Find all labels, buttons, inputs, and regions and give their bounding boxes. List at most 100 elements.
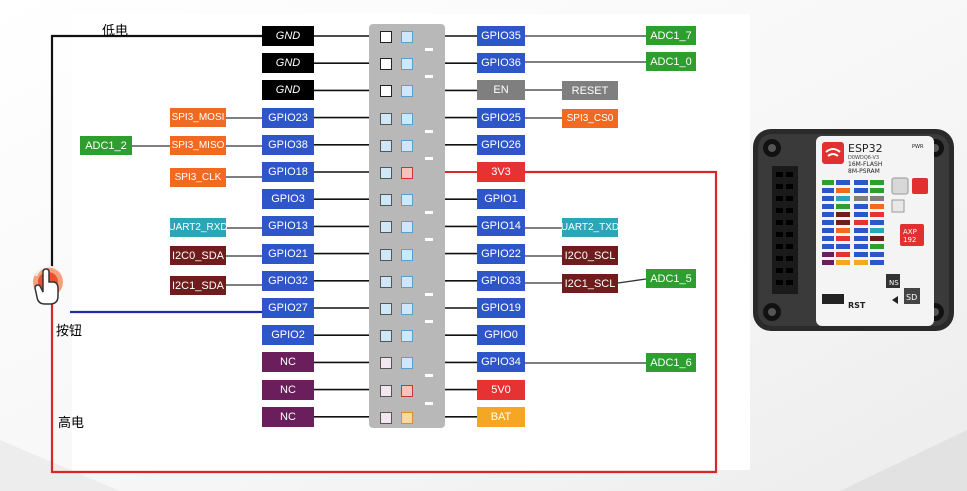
i2c1-scl-tag: I2C1_SCL — [562, 274, 618, 293]
adc1-2-tag: ADC1_2 — [80, 136, 132, 155]
header-pad-left — [380, 357, 392, 370]
svg-text:8M-PSRAM: 8M-PSRAM — [848, 168, 880, 175]
left-pin-gpio13: GPIO13 — [262, 216, 314, 237]
header-mark — [425, 211, 433, 215]
header-pad-right — [401, 167, 413, 179]
right-pin-gpio36: GPIO36 — [477, 53, 525, 74]
push-button-icon[interactable] — [28, 264, 72, 312]
header-pad-left — [380, 384, 392, 397]
header-mark — [425, 129, 433, 133]
right-pin-gpio19: GPIO19 — [477, 298, 525, 318]
right-pin-gpio14: GPIO14 — [477, 216, 525, 237]
header-pad-left — [380, 248, 392, 261]
svg-text:PWR: PWR — [912, 144, 924, 150]
right-pin-en: EN — [477, 80, 525, 101]
right-pin-gpio35: GPIO35 — [477, 26, 525, 46]
header-pad-left — [380, 221, 392, 234]
header-pad-right — [401, 275, 413, 288]
esp32-device-image: ESP32 D0WDQ6-V3 16M-FLASH 8M-PSRAM PWR A… — [753, 129, 954, 331]
header-pad-right — [401, 303, 413, 315]
left-pin-gpio23: GPIO23 — [262, 107, 314, 128]
header-pad-right — [401, 194, 413, 207]
header-pad-right — [401, 411, 413, 424]
right-pin-3v3: 3V3 — [477, 162, 525, 182]
header-mark — [425, 238, 433, 242]
left-pin-gnd: GND — [262, 80, 314, 101]
left-pin-gpio2: GPIO2 — [262, 325, 314, 346]
svg-text:SD: SD — [906, 293, 917, 302]
right-pin-bat: BAT — [477, 406, 525, 427]
i2c0-sda-tag: I2C0_SDA — [170, 246, 226, 265]
header-pad-left — [380, 139, 392, 152]
header-pad-right — [401, 384, 413, 397]
right-pin-gpio33: GPIO33 — [477, 270, 525, 291]
i2c0-scl-tag: I2C0_SCL — [562, 246, 618, 265]
right-pin-5v0: 5V0 — [477, 379, 525, 400]
left-pin-gpio21: GPIO21 — [262, 243, 314, 264]
reset-tag: RESET — [562, 81, 618, 100]
left-pin-nc: NC — [262, 379, 314, 400]
header-pad-left — [380, 330, 392, 343]
header-pad-right — [401, 248, 413, 261]
header-pad-left — [380, 58, 392, 71]
header-pad-left — [380, 167, 392, 179]
uart2-txd-tag: UART2_TXD — [561, 218, 619, 237]
svg-text:AXP: AXP — [903, 228, 917, 236]
high-power-label: 高电 — [58, 415, 85, 430]
header-pad-left — [380, 411, 392, 424]
left-pin-gnd: GND — [262, 26, 314, 46]
left-pin-gpio18: GPIO18 — [262, 162, 314, 182]
right-pin-gpio0: GPIO0 — [477, 325, 525, 346]
svg-text:RST: RST — [848, 301, 866, 310]
connector-line — [617, 278, 647, 284]
header-pad-right — [401, 139, 413, 152]
adc1-5-tag: ADC1_5 — [646, 269, 696, 288]
header-mark — [425, 320, 433, 323]
spi3-mosi-tag: SPI3_MOSI — [170, 108, 226, 127]
right-pin-gpio25: GPIO25 — [477, 107, 525, 128]
header-mark — [425, 75, 433, 79]
svg-text:16M-FLASH: 16M-FLASH — [848, 161, 882, 168]
header-pad-left — [380, 85, 392, 98]
left-pin-gpio32: GPIO32 — [262, 270, 314, 291]
header-pad-right — [401, 357, 413, 370]
header-pad-right — [401, 330, 413, 343]
header-pad-right — [401, 221, 413, 234]
header-pad-left — [380, 194, 392, 207]
button-label: 按钮 — [56, 323, 83, 338]
header-pad-left — [380, 112, 392, 125]
header-pad-right — [401, 112, 413, 125]
spi3-miso-tag: SPI3_MISO — [170, 136, 226, 155]
left-pin-nc: NC — [262, 352, 314, 373]
header-mark — [425, 292, 433, 296]
adc1-0-tag: ADC1_0 — [646, 52, 696, 71]
left-pin-gpio3: GPIO3 — [262, 189, 314, 210]
header-pad-right — [401, 58, 413, 71]
header-mark — [425, 156, 433, 160]
header-pad-left — [380, 31, 392, 43]
header-pad-left — [380, 303, 392, 315]
right-pin-gpio1: GPIO1 — [477, 189, 525, 210]
right-pin-gpio26: GPIO26 — [477, 134, 525, 155]
header-pad-right — [401, 85, 413, 98]
uart2-rxd-tag: UART2_RXD — [168, 218, 228, 237]
adc1-7-tag: ADC1_7 — [646, 26, 696, 45]
left-pin-nc: NC — [262, 406, 314, 427]
header-pad-left — [380, 275, 392, 288]
right-pin-gpio34: GPIO34 — [477, 352, 525, 373]
header-mark — [425, 401, 433, 405]
spi3-cs0-tag: SPI3_CS0 — [562, 109, 618, 128]
left-pin-gpio27: GPIO27 — [262, 298, 314, 318]
i2c1-sda-tag: I2C1_SDA — [170, 276, 226, 295]
left-pin-gpio38: GPIO38 — [262, 134, 314, 155]
right-pin-gpio22: GPIO22 — [477, 243, 525, 264]
header-pad-right — [401, 31, 413, 43]
spi3-clk-tag: SPI3_CLK — [170, 168, 226, 187]
device-chip-text: ESP32 — [848, 142, 883, 155]
header-mark — [425, 374, 433, 378]
svg-text:NS: NS — [889, 279, 899, 287]
header-mark — [425, 48, 433, 51]
svg-text:192: 192 — [903, 236, 916, 244]
adc1-6-tag: ADC1_6 — [646, 353, 696, 372]
